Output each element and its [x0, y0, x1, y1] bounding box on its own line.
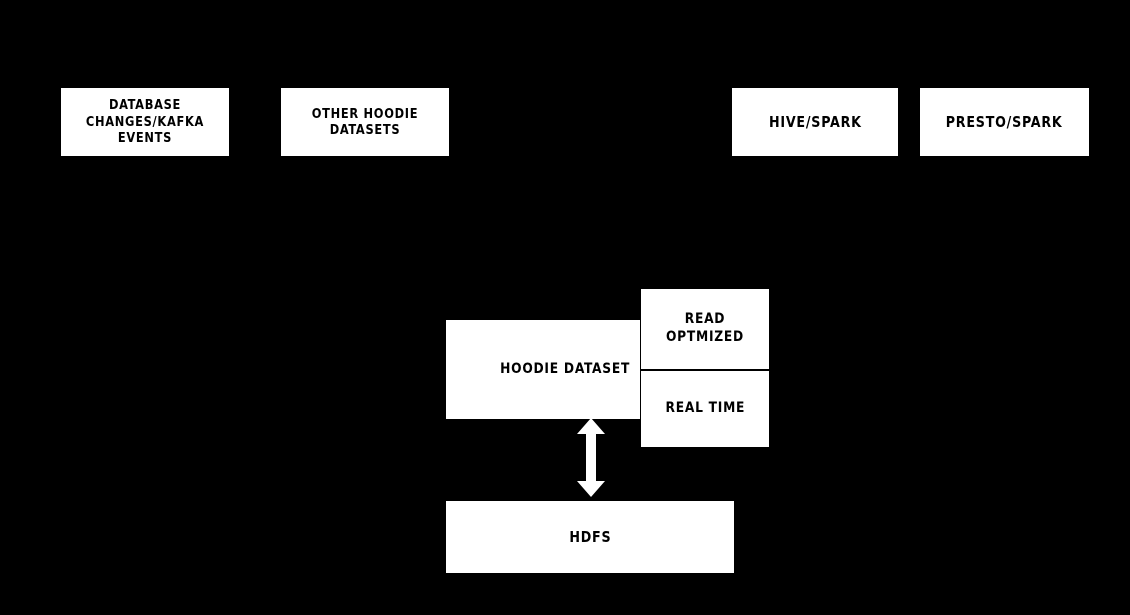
node-other-hoodie-datasets[interactable]: OTHER HOODIE DATASETS — [281, 88, 449, 156]
node-hdfs[interactable]: HDFS — [446, 501, 734, 573]
node-label: OTHER HOODIE DATASETS — [311, 105, 419, 138]
node-presto-spark[interactable]: PRESTO/SPARK — [920, 88, 1089, 156]
node-label: READ OPTMIZED — [666, 311, 744, 345]
node-read-optimized-view[interactable]: READ OPTMIZED — [641, 289, 769, 371]
node-hoodie-dataset[interactable]: HOODIE DATASET — [446, 320, 640, 419]
node-database-changes-kafka-events[interactable]: DATABASE CHANGES/KAFKA EVENTS — [61, 88, 229, 156]
node-label: HOODIE DATASET — [499, 360, 630, 377]
node-real-time-view[interactable]: REAL TIME — [641, 371, 769, 447]
node-label: DATABASE CHANGES/KAFKA EVENTS — [85, 97, 205, 147]
node-label: HDFS — [568, 527, 612, 546]
double-headed-arrow-icon — [577, 418, 605, 497]
node-label: REAL TIME — [665, 400, 745, 417]
node-label: PRESTO/SPARK — [946, 112, 1063, 131]
node-label: HIVE/SPARK — [768, 112, 862, 131]
node-hive-spark[interactable]: HIVE/SPARK — [732, 88, 898, 156]
